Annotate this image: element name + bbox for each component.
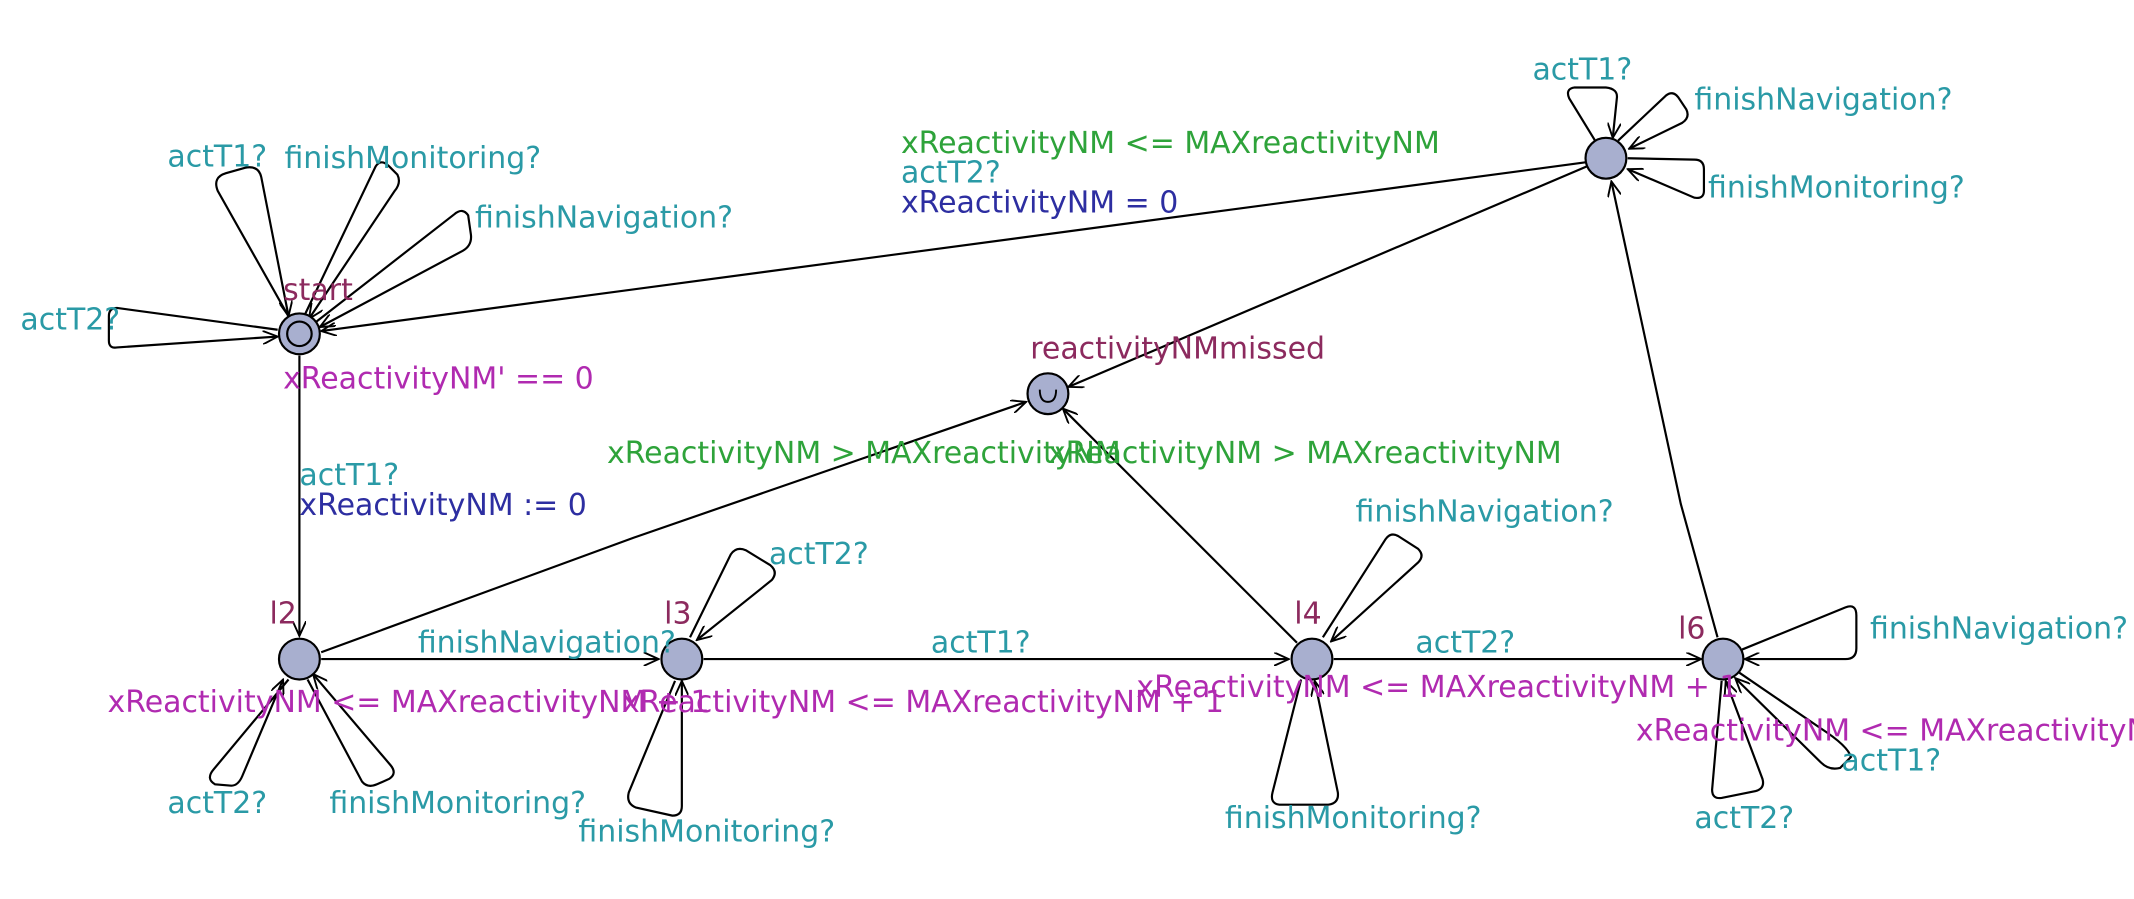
loop-label-l2-actT2: actT2? xyxy=(167,786,267,821)
loop-label-l3-finishMonitoring: finishMonitoring? xyxy=(578,814,835,849)
loop-l6-actT2 xyxy=(1711,681,1765,800)
loop-label-l6-finishNavigation: finishNavigation? xyxy=(1870,612,2128,647)
location-reactivityNMmissed xyxy=(1026,372,1070,416)
loop-l4-finishNavigation xyxy=(1321,533,1423,641)
loop-label-start-finishMonitoring: finishMonitoring? xyxy=(284,141,541,176)
sync-l3-l4: actT1? xyxy=(931,625,1031,660)
edge-top-to-start xyxy=(321,161,1586,331)
location-l6 xyxy=(1701,637,1745,681)
invariant-l3: xReactivityNM <= MAXreactivityNM + 1 xyxy=(622,685,1224,720)
loop-label-start-actT2: actT2? xyxy=(20,303,120,338)
loop-l2-finishMonitoring xyxy=(306,674,395,787)
update-top-start: xReactivityNM = 0 xyxy=(901,186,1178,221)
loop-label-l6-actT1: actT1? xyxy=(1841,744,1941,779)
sync-start-l2: actT1? xyxy=(299,458,399,493)
loop-top-actT1 xyxy=(1566,86,1617,142)
loop-l3-finishMonitoring xyxy=(627,681,682,817)
loop-l3-actT2 xyxy=(689,547,776,640)
loop-label-l2-finishMonitoring: finishMonitoring? xyxy=(329,786,586,821)
location-name-l2: l2 xyxy=(269,597,296,632)
loop-label-l4-finishNavigation: finishNavigation? xyxy=(1356,495,1614,530)
invariant-l6: xReactivityNM <= MAXreactivityNM + 1 xyxy=(1636,714,2134,749)
loop-label-l4-finishMonitoring: finishMonitoring? xyxy=(1225,801,1482,836)
update-start-l2: xReactivityNM := 0 xyxy=(299,488,586,523)
loop-label-l6-actT2: actT2? xyxy=(1694,801,1794,836)
loop-l6-finishNavigation xyxy=(1741,605,1858,659)
loop-start-finishMonitoring xyxy=(302,161,401,319)
guard-l2-missed: xReactivityNM > MAXreactivityNM xyxy=(607,436,1121,471)
location-l2 xyxy=(277,637,321,681)
invariant-start: xReactivityNM' == 0 xyxy=(283,361,594,396)
location-name-l6: l6 xyxy=(1678,612,1705,647)
guard-l4-missed: xReactivityNM > MAXreactivityNM xyxy=(1048,436,1562,471)
invariant-l2: xReactivityNM <= MAXreactivityNM + 1 xyxy=(108,685,710,720)
invariant-l4: xReactivityNM <= MAXreactivityNM + 1 xyxy=(1136,670,1738,705)
loop-label-top-finishNavigation: finishNavigation? xyxy=(1694,82,1952,117)
loop-l6-actT1 xyxy=(1735,671,1853,770)
edge-l2-to-missed xyxy=(320,402,1026,654)
loop-start-actT1 xyxy=(215,166,290,320)
loop-start-finishNavigation xyxy=(312,209,473,327)
loop-top-finishNavigation xyxy=(1617,92,1689,148)
location-l3 xyxy=(660,637,704,681)
edge-l6-to-top xyxy=(1611,181,1719,638)
loop-label-top-finishMonitoring: finishMonitoring? xyxy=(1708,171,1965,206)
urgent-u-icon xyxy=(1038,389,1058,403)
loop-label-top-actT1: actT1? xyxy=(1532,52,1632,87)
edge-l4-to-missed xyxy=(1063,409,1298,644)
location-name-l4: l4 xyxy=(1294,597,1321,632)
loop-l2-actT2 xyxy=(208,680,290,787)
loop-label-start-actT1: actT1? xyxy=(167,139,267,174)
location-l4 xyxy=(1290,637,1334,681)
location-name-missed: reactivityNMmissed xyxy=(1030,331,1325,366)
loop-label-l3-actT2: actT2? xyxy=(769,537,869,572)
loop-start-actT2 xyxy=(107,306,278,349)
location-top xyxy=(1584,136,1628,180)
loop-l4-finishMonitoring xyxy=(1270,680,1340,806)
sync-l2-l3: finishNavigation? xyxy=(418,625,676,660)
sync-top-start: actT2? xyxy=(901,156,1001,191)
edge-top-to-missed xyxy=(1068,165,1588,386)
location-start xyxy=(277,312,321,356)
loop-label-start-finishNavigation: finishNavigation? xyxy=(475,201,733,236)
guard-top-start: xReactivityNM <= MAXreactivityNM xyxy=(901,126,1440,161)
location-name-l3: l3 xyxy=(664,597,691,632)
sync-l4-l6: actT2? xyxy=(1415,625,1515,660)
loop-top-finishMonitoring xyxy=(1628,157,1706,199)
location-name-start: start xyxy=(283,273,353,308)
